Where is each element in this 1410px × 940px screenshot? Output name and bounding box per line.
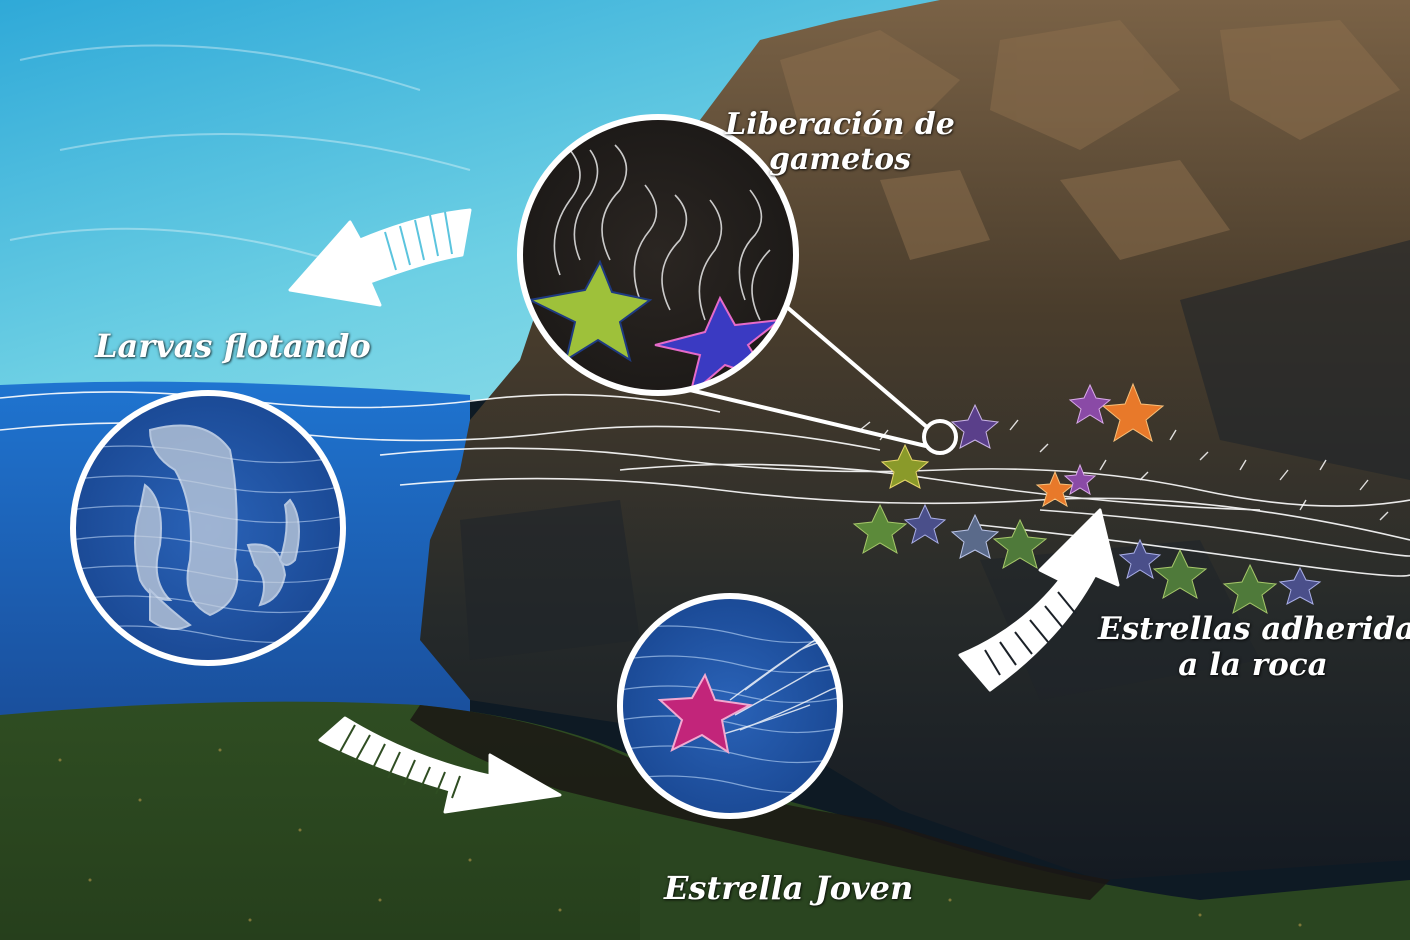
floating-larvae-circle: [70, 390, 346, 666]
starfish-icon: [1063, 463, 1097, 496]
gamete-plume-icon: [553, 144, 771, 321]
starfish-icon: [950, 513, 1000, 559]
attached-stars-label: Estrellas adheridas a la roca: [1098, 611, 1410, 683]
arrow-icon: [318, 716, 562, 814]
starfish-icon: [1152, 548, 1208, 600]
starfish-icon: [1068, 383, 1112, 425]
water-lines: [0, 391, 1410, 577]
starfish-icon: [903, 503, 947, 545]
gametes-release-label: Liberación de gametos: [720, 107, 960, 177]
starfish-icon: [992, 518, 1048, 570]
seabed: [0, 701, 640, 940]
attached-label-line1: Estrellas adheridas: [1098, 611, 1410, 647]
seabed-right: [640, 760, 1410, 940]
starfish-icon: [657, 672, 754, 755]
starfish-icon: [880, 443, 930, 489]
attached-label-line2: a la roca: [1178, 646, 1328, 683]
starfish-icon: [1118, 538, 1162, 580]
starfish-icon: [1278, 566, 1322, 606]
larva-icon: [134, 424, 300, 630]
starfish-icon: [950, 403, 1000, 449]
arrow-icon: [958, 508, 1120, 692]
starfish-icon: [526, 259, 653, 363]
starfish-icon: [1101, 382, 1165, 443]
young-star-label: Estrella Joven: [664, 869, 914, 907]
starfish-icon: [852, 503, 908, 555]
zoom-connector: [689, 294, 958, 455]
young-star-circle: [617, 593, 843, 819]
floating-larvae-label: Larvas flotando: [95, 327, 371, 365]
arrow-icon: [288, 208, 472, 307]
gametes-label-line1: Liberación de: [725, 107, 955, 142]
starfish-icon: [1222, 563, 1278, 615]
gametes-label-line2: gametos: [768, 141, 911, 177]
starfish-icon: [1035, 470, 1075, 508]
